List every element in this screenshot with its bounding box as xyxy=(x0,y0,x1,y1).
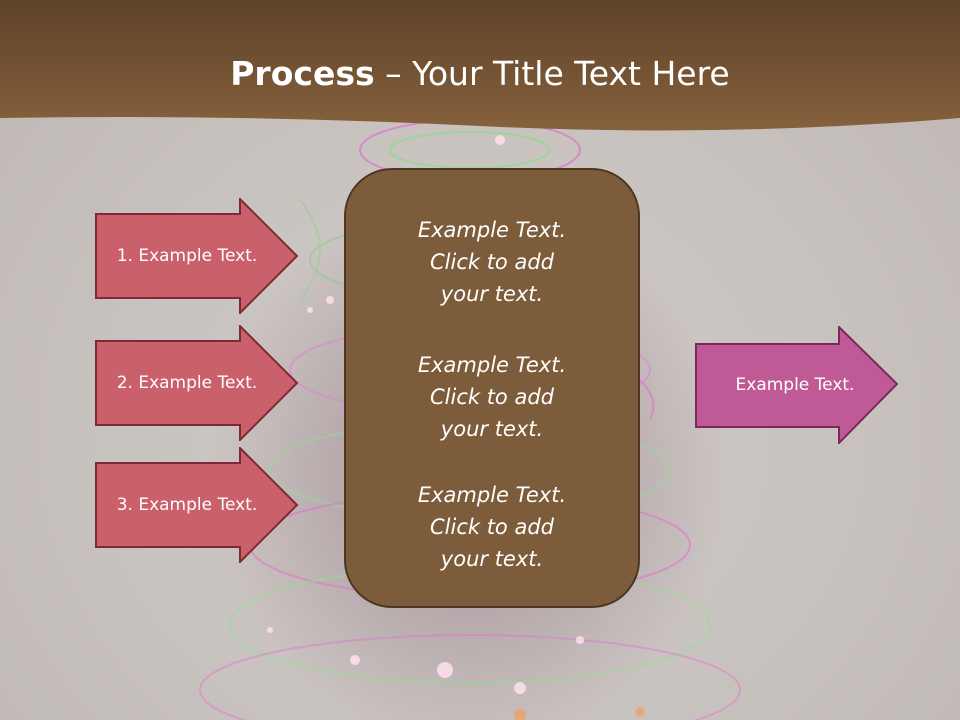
left-arrow-3-label: 3. Example Text. xyxy=(116,495,258,515)
left-arrow-3[interactable]: 3. Example Text. xyxy=(95,447,299,563)
center-paragraph-1-line-2: Click to add xyxy=(429,250,554,274)
center-paragraph-2-line-3: your text. xyxy=(440,417,544,441)
center-paragraph-2-line-2: Click to add xyxy=(429,385,554,409)
left-arrow-1[interactable]: 1. Example Text. xyxy=(95,198,299,314)
center-paragraph-3-line-3: your text. xyxy=(440,547,544,571)
title-rest-part: – Your Title Text Here xyxy=(374,54,730,93)
right-arrow-label: Example Text. xyxy=(735,375,855,395)
left-arrow-1-label: 1. Example Text. xyxy=(116,246,258,266)
center-paragraph-1-line-1: Example Text. xyxy=(417,218,567,242)
left-arrow-2[interactable]: 2. Example Text. xyxy=(95,325,299,441)
center-text-box[interactable]: Example Text. Click to add your text. Ex… xyxy=(344,168,640,608)
left-arrow-2-label: 2. Example Text. xyxy=(116,373,258,393)
title-bold-part: Process xyxy=(230,54,375,93)
center-paragraph-3-line-1: Example Text. xyxy=(417,483,567,507)
slide-title: Process – Your Title Text Here xyxy=(0,52,960,96)
center-paragraph-3: Example Text. Click to add your text. xyxy=(346,479,638,575)
center-paragraph-3-line-2: Click to add xyxy=(429,515,554,539)
title-bar-background xyxy=(0,0,960,131)
center-paragraph-1-line-3: your text. xyxy=(440,282,544,306)
center-paragraph-2: Example Text. Click to add your text. xyxy=(346,349,638,445)
center-paragraph-1: Example Text. Click to add your text. xyxy=(346,214,638,310)
right-arrow[interactable]: Example Text. xyxy=(695,326,899,444)
center-paragraph-2-line-1: Example Text. xyxy=(417,353,567,377)
